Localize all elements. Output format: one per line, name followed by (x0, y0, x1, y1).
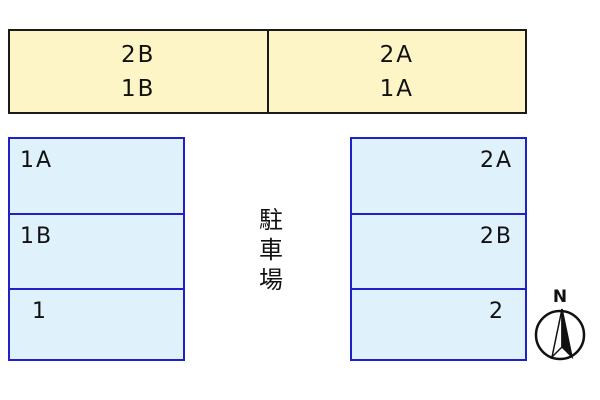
parking-row-right: 2A 2B 2 (350, 137, 527, 361)
parking-space: 1A (10, 139, 183, 213)
apartment-building: 2B 1B 2A 1A (8, 29, 527, 114)
parking-lot-label: 駐 車 場 (256, 205, 286, 295)
north-compass-icon: N (534, 287, 586, 361)
parking-space-label: 1B (20, 224, 54, 249)
parking-space: 2A (352, 139, 525, 213)
parking-lot-label-char: 車 (259, 236, 283, 264)
unit-label-2a: 2A (379, 41, 414, 68)
compass-needle-right (561, 308, 574, 360)
compass-north-label: N (553, 287, 567, 307)
parking-space: 1 (10, 288, 183, 359)
parking-space: 2 (352, 288, 525, 359)
building-unit-column-right: 2A 1A (266, 31, 526, 112)
parking-space-label: 2B (479, 224, 513, 249)
parking-row-left: 1A 1B 1 (8, 137, 185, 361)
parking-lot-label-char: 場 (259, 266, 283, 294)
parking-space-label: 1 (32, 299, 48, 324)
unit-label-1a: 1A (379, 75, 414, 102)
parking-space-label: 2A (479, 148, 513, 173)
unit-label-2b: 2B (121, 41, 156, 68)
building-unit-column-left: 2B 1B (10, 31, 267, 112)
parking-space-label: 2 (489, 299, 505, 324)
unit-label-1b: 1B (121, 75, 156, 102)
parking-lot-label-char: 駐 (259, 206, 283, 234)
parking-space: 2B (352, 213, 525, 288)
parking-space-label: 1A (20, 148, 54, 173)
parking-space: 1B (10, 213, 183, 288)
